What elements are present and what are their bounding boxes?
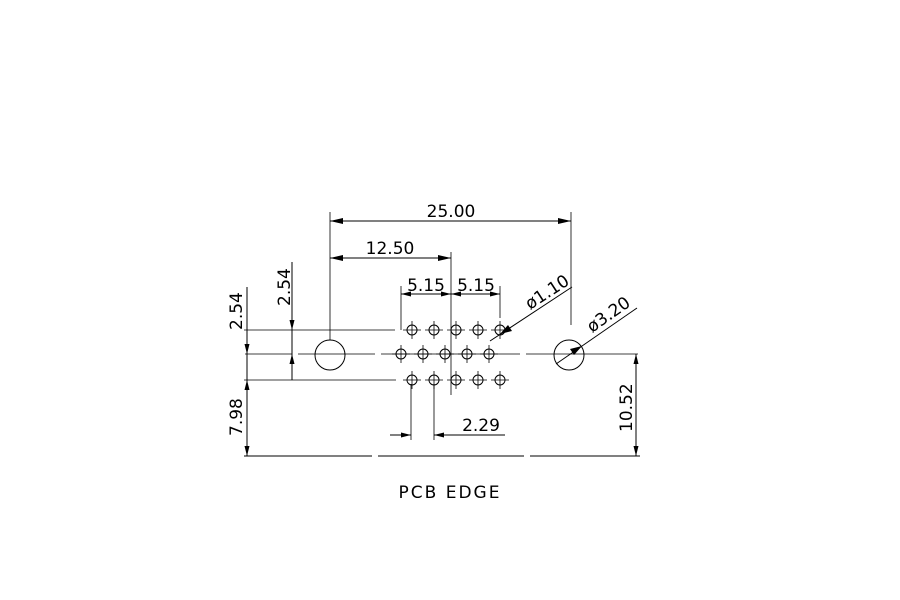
pin-pad-top-2 [425,321,443,339]
dim-pin-span-right-label: 5.15 [457,276,495,296]
dim-row-pitch-inner-label: 2.54 [275,268,295,306]
pin-pad-middle-2 [414,345,432,363]
pin-pad-bottom-1 [403,371,421,389]
pin-pad-bottom-4 [469,371,487,389]
pin-pad-middle-3 [436,345,454,363]
dim-offset-to-edge-label: 7.98 [227,398,247,436]
dim-pin-span: 5.15 5.15 [400,276,501,330]
pin-pad-bottom-5 [491,371,509,389]
dim-overall-width-label: 25.00 [427,202,476,222]
pin-pad-top-4 [469,321,487,339]
dim-pin-diameter: ø1.10 [489,271,573,342]
pin-pad-top-1 [403,321,421,339]
dim-pin-diameter-label: ø1.10 [522,271,573,314]
pin-pad-middle-4 [458,345,476,363]
mount-hole-left [314,339,346,371]
mount-hole-right [553,339,585,371]
dim-overall-width: 25.00 [329,202,572,340]
dim-pin-pitch: 2.29 [390,384,505,440]
dim-mount-hole-diameter: ø3.20 [555,293,638,365]
pin-pad-middle-1 [392,345,410,363]
dim-row-pitch-left-label: 2.54 [227,292,247,330]
pin-pad-middle-5 [480,345,498,363]
dim-half-width-label: 12.50 [366,239,415,259]
pin-pad-bottom-3 [447,371,465,389]
pin-pad-top-3 [447,321,465,339]
dim-row-pitch-left: 2.54 [227,287,396,456]
center-lines [245,252,638,395]
dim-half-width: 12.50 [330,239,451,261]
pin-array [392,321,509,389]
dim-row-pitch-inner: 2.54 [275,262,295,380]
dim-pin-span-left-label: 5.15 [407,276,445,296]
dim-pin-pitch-label: 2.29 [462,416,500,436]
pcb-edge-caption: PCB EDGE [399,483,502,503]
dim-offset-to-edge: 7.98 [227,398,250,456]
dim-hole-height: 10.52 [617,354,639,456]
dim-hole-height-label: 10.52 [617,383,637,432]
